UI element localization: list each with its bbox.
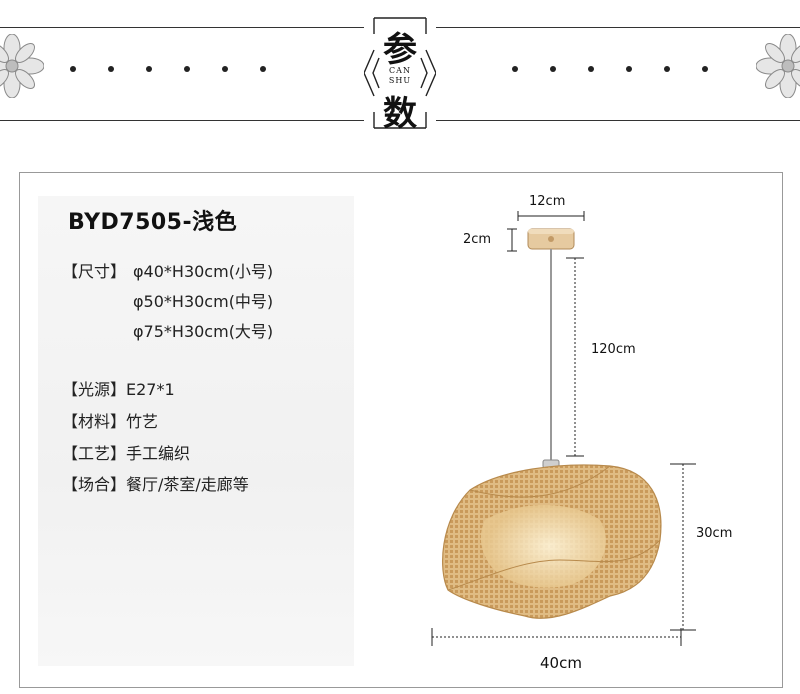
shade-width-dimension <box>431 628 682 646</box>
dot-row-left <box>70 66 290 76</box>
material: 【材料】竹艺 <box>62 412 159 431</box>
canopy-height-label: 2cm <box>463 232 492 247</box>
product-title: BYD7505-浅色 <box>68 210 238 235</box>
badge-frame-icon <box>364 17 436 129</box>
spec-card <box>38 196 354 666</box>
cord-length-label: 120cm <box>591 342 636 357</box>
flower-ornament-left-icon <box>0 34 44 98</box>
light-source: 【光源】E27*1 <box>62 380 175 399</box>
size-medium: φ50*H30cm(中号) <box>133 292 274 311</box>
size-large: φ75*H30cm(大号) <box>133 322 274 341</box>
canopy-width-label: 12cm <box>529 194 566 209</box>
canopy-height-dimension <box>507 228 517 252</box>
shade-height-label: 30cm <box>696 526 733 541</box>
header-banner: 参 CAN SHU 数 <box>0 0 800 140</box>
size-label: 【尺寸】 <box>62 262 127 281</box>
badge-latin-line1: CAN <box>389 66 411 75</box>
badge-latin-line2: SHU <box>388 76 412 85</box>
canopy-width-dimension <box>517 211 585 221</box>
section-title-badge: 参 CAN SHU 数 <box>364 14 436 134</box>
bamboo-shade-icon <box>442 464 662 619</box>
craft: 【工艺】手工编织 <box>62 444 191 463</box>
shade-width-label: 40cm <box>540 654 582 672</box>
badge-char-top: 参 <box>383 30 417 70</box>
flower-ornament-right-icon <box>756 34 800 98</box>
size-small: φ40*H30cm(小号) <box>133 262 274 281</box>
usage: 【场合】餐厅/茶室/走廊等 <box>62 475 249 494</box>
shade-height-dimension <box>670 463 696 631</box>
badge-char-bottom: 数 <box>383 94 417 134</box>
canopy-icon <box>527 228 575 250</box>
dot-row-right <box>512 66 732 76</box>
